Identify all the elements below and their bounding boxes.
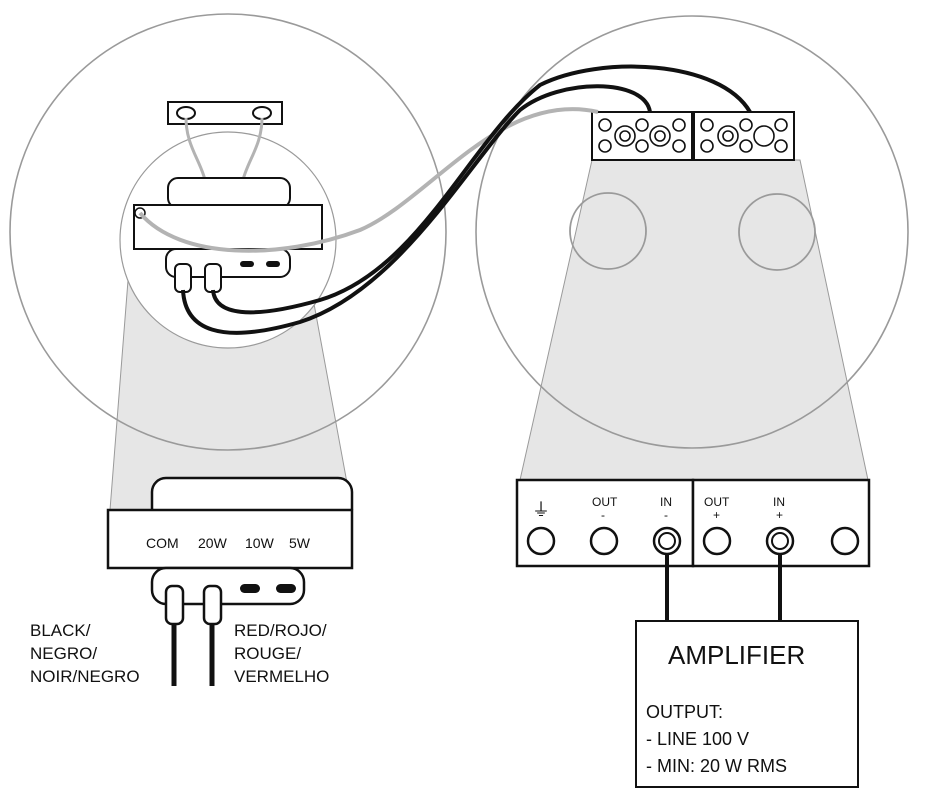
plate-lead-right (241, 117, 264, 181)
amplifier-spec-min: - MIN: 20 W RMS (646, 756, 787, 776)
black-interconnect-wire-1 (181, 84, 652, 335)
terminal-sign-out-plus: + (713, 508, 720, 522)
left-speaker-circle (9, 13, 447, 451)
right-speaker-panel (519, 159, 869, 481)
black-wire-label-line1: BLACK/ (30, 621, 91, 640)
tap-label-10w: 10W (245, 535, 275, 551)
red-wire-label-line3: VERMELHO (234, 667, 329, 686)
tap-label-com: COM (146, 535, 179, 551)
terminal-label-in-plus: IN (773, 495, 785, 509)
terminal-label-out-minus: OUT (592, 495, 618, 509)
terminal-sign-out-minus: - (601, 508, 605, 522)
plate-lead-left (184, 117, 207, 181)
amplifier-box (635, 620, 859, 788)
black-wire-label-line2: NEGRO/ (30, 644, 97, 663)
large-terminal-block (515, 478, 871, 568)
small-terminal-block-left (591, 111, 693, 161)
left-speaker: COM 20W 10W 5W BLACK/ NEGRO/ NOIR/NEGRO … (9, 13, 447, 686)
red-wire-label-line2: ROUGE/ (234, 644, 301, 663)
red-wire-label-line1: RED/ROJO/ (234, 621, 327, 640)
amplifier-output-heading: OUTPUT: (646, 702, 723, 722)
grey-interconnect-wire (138, 107, 599, 253)
terminal-sign-in-plus: + (776, 508, 783, 522)
terminal-spare (830, 526, 860, 556)
tap-label-5w: 5W (289, 535, 311, 551)
right-mounting-hole-right (738, 193, 816, 271)
amplifier-spec-line: - LINE 100 V (646, 729, 749, 749)
right-speaker: ⏚ OUT - IN - OUT + IN + (475, 15, 909, 568)
black-wire-label-line3: NOIR/NEGRO (30, 667, 140, 686)
terminal-label-out-plus: OUT (704, 495, 730, 509)
tap-label-20w: 20W (198, 535, 228, 551)
right-speaker-circle (475, 15, 909, 449)
terminal-sign-in-minus: - (664, 508, 668, 522)
small-transformer (133, 177, 323, 293)
terminal-out-plus (702, 526, 732, 556)
right-mounting-hole-left (569, 192, 647, 270)
terminal-ground (526, 526, 556, 556)
ground-icon: ⏚ (532, 500, 550, 520)
terminal-out-minus (589, 526, 619, 556)
amplifier-title: AMPLIFIER (668, 640, 805, 670)
large-transformer (106, 476, 354, 686)
black-interconnect-wire-2 (211, 64, 752, 315)
terminal-label-in-minus: IN (660, 495, 672, 509)
small-terminal-block-right (693, 111, 795, 161)
interconnect-wires (138, 64, 752, 335)
amplifier: AMPLIFIER OUTPUT: - LINE 100 V - MIN: 20… (635, 554, 859, 788)
mounting-plate (167, 101, 283, 125)
